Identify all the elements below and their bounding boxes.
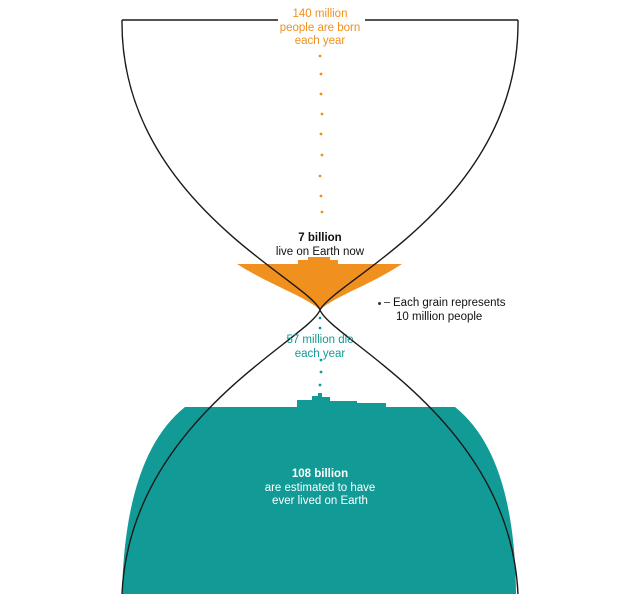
death-grain [318, 326, 322, 330]
birth-grain [318, 174, 322, 178]
birth-grain [319, 72, 323, 76]
birth-grain [318, 54, 322, 58]
ever-lived-value: 108 billion [291, 468, 349, 480]
ever-lived-text-line1: are estimated to have [264, 481, 376, 494]
grain-legend: Each grain represents 10 million people [376, 297, 526, 327]
death-grain [318, 316, 322, 320]
hourglass-outline [121, 19, 519, 594]
living-now-value: 7 billion [298, 232, 342, 244]
deaths-label-line2: each year [294, 347, 346, 360]
legend-line2: 10 million people [396, 311, 483, 323]
deaths-label: 57 million die each year [240, 334, 400, 361]
birth-grain [320, 153, 324, 157]
grain-dot-icon [378, 302, 381, 305]
birth-grain [320, 112, 324, 116]
birth-grains [318, 54, 324, 214]
birth-grain [319, 92, 323, 96]
ever-lived-fill [122, 393, 516, 594]
death-grain [319, 370, 323, 374]
births-label: 140 million people are born each year [240, 8, 400, 49]
birth-grain [319, 132, 323, 136]
death-grain [319, 358, 323, 362]
living-now-fill [237, 257, 402, 310]
birth-grain [320, 210, 324, 214]
living-now-label: 7 billion live on Earth now [240, 232, 400, 259]
living-now-text: live on Earth now [275, 245, 365, 258]
legend-leader-line [384, 302, 390, 303]
births-label-line2: people are born [279, 21, 361, 34]
death-grain [318, 383, 322, 387]
birth-grain [319, 194, 323, 198]
births-label-line3: each year [294, 35, 346, 47]
births-label-line1: 140 million [292, 8, 348, 20]
ever-lived-text-line2: ever lived on Earth [272, 495, 368, 507]
death-grains [318, 316, 323, 387]
ever-lived-label: 108 billion are estimated to have ever l… [220, 468, 420, 509]
legend-line1: Each grain represents [393, 297, 506, 309]
deaths-label-line1: 57 million die [286, 334, 354, 346]
